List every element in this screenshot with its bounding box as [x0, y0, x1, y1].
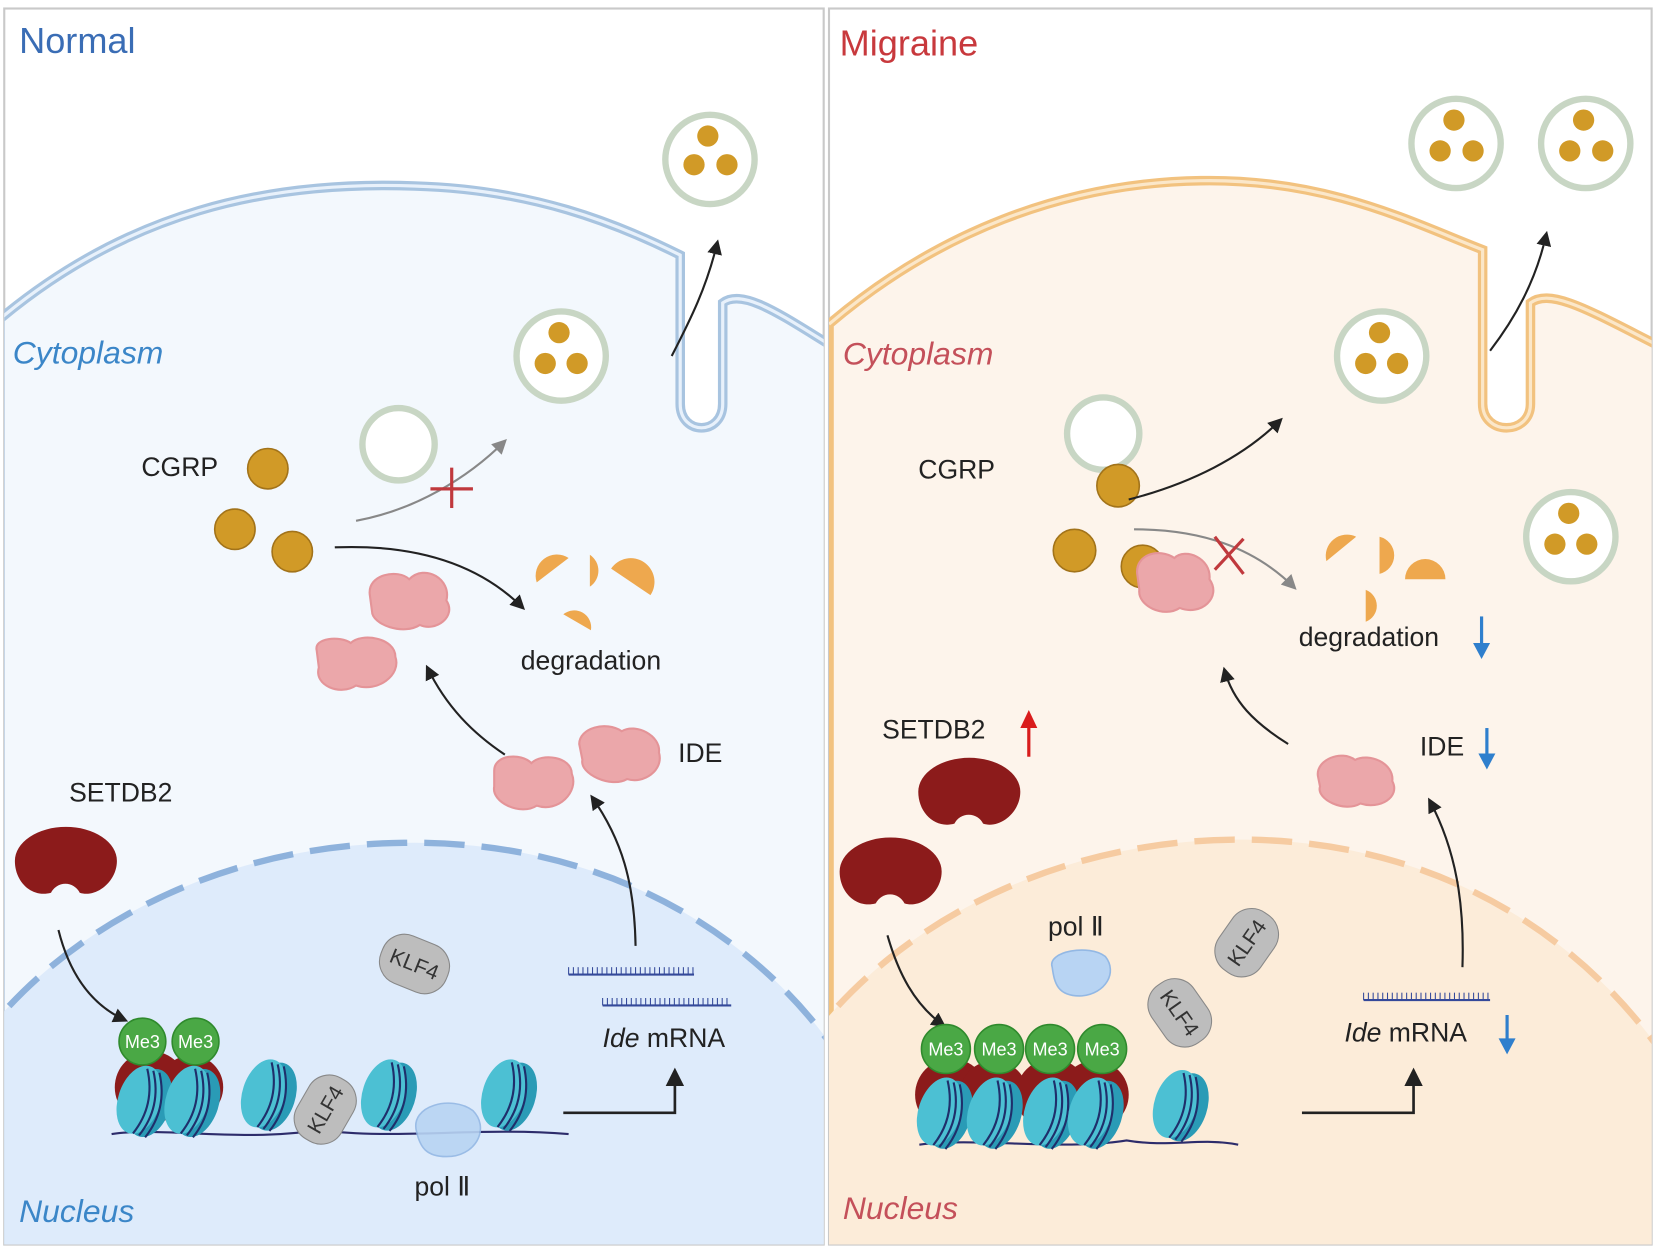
vesicle-loaded [1523, 488, 1619, 585]
cgrp-fragments [535, 554, 655, 631]
me3-mark [973, 1023, 1025, 1075]
translation-arrow [590, 794, 637, 946]
cgrp-label: CGRP [141, 452, 218, 482]
vesicle-empty [359, 404, 438, 484]
cgrp-fragments [1325, 534, 1446, 622]
setdb2-protein [839, 837, 942, 905]
vesicle-released [1537, 95, 1634, 192]
vesicle-loaded [513, 308, 609, 404]
pol2-enzyme [1051, 949, 1112, 997]
klf4-free: KLF4 [1214, 908, 1280, 978]
me3-mark [1024, 1023, 1076, 1075]
degradation-label: degradation [1299, 622, 1439, 652]
klf4-free: KLF4 [378, 933, 451, 995]
mrna-bristles [1363, 992, 1489, 1001]
nucleosome [481, 1059, 538, 1132]
pol2-label: pol Ⅱ [1048, 911, 1104, 941]
secretion-arrow [1128, 417, 1283, 501]
vesicle-released [1408, 95, 1504, 192]
degradation-arrow [334, 545, 526, 611]
setdb2-protein [14, 826, 117, 894]
block-x-icon [1213, 535, 1245, 575]
setdb2-protein [918, 757, 1021, 825]
nucleus-label-normal: Nucleus [19, 1193, 134, 1229]
panel-title-migraine: Migraine [840, 22, 979, 63]
ide-down-arrow-icon [1478, 728, 1496, 770]
block-x-icon [430, 467, 473, 509]
cytoplasm-label-normal: Cytoplasm [13, 334, 164, 370]
svg-text:Me3: Me3 [125, 1032, 160, 1052]
me3-label: Me3 [981, 1039, 1016, 1059]
vesicle-released [662, 111, 758, 208]
nucleosome [240, 1059, 297, 1132]
release-arrow [1489, 230, 1552, 352]
ide-to-cytoplasm-arrow [1220, 666, 1289, 745]
nucleosome [966, 1077, 1023, 1150]
setdb2-to-chromatin-arrow [57, 929, 129, 1023]
panel-migraine: Migraine Cytoplasm Nucleus CGRP [827, 7, 1653, 1246]
me3-mark [1076, 1023, 1128, 1075]
me3-marks: Me3 Me3 Me3 Me3 [920, 1023, 1128, 1075]
secretion-arrow-blocked [355, 438, 507, 522]
pol2-label: pol Ⅱ [415, 1172, 471, 1202]
ide-proteins [1136, 552, 1396, 808]
klf4-bound: KLF4 [293, 1074, 357, 1145]
mrna-label: Ide mRNA [603, 1023, 726, 1053]
mrna-label: Ide mRNA [1344, 1018, 1467, 1048]
nucleosome [360, 1059, 417, 1132]
panel-title-normal: Normal [19, 20, 135, 61]
nucleosome [916, 1077, 973, 1150]
nucleosome [1152, 1070, 1209, 1143]
cgrp-molecules [213, 447, 314, 573]
setdb2-label: SETDB2 [882, 715, 985, 745]
pol2-enzyme [415, 1102, 482, 1158]
cgrp-label: CGRP [918, 454, 995, 484]
panel-normal: Normal Cytoplasm Nucleus CGRP [3, 7, 825, 1246]
setdb2-to-chromatin-arrow [886, 934, 947, 1028]
me3-label: Me3 [928, 1039, 963, 1059]
klf4-free: KLF4 [1147, 978, 1213, 1048]
vesicle-loaded [1333, 308, 1430, 404]
me3-label: Me3 [1033, 1039, 1068, 1059]
me3-label: Me3 [1085, 1039, 1120, 1059]
release-arrow [670, 239, 722, 357]
degradation-label: degradation [521, 646, 661, 676]
transcription-arrow [563, 1067, 685, 1115]
ide-label: IDE [678, 738, 722, 768]
svg-text:Me3: Me3 [178, 1032, 213, 1052]
nucleosome [1067, 1077, 1124, 1150]
ide-to-cytoplasm-arrow [425, 664, 506, 756]
setdb2-label: SETDB2 [69, 777, 172, 807]
nucleosome [116, 1065, 173, 1139]
nucleosome [164, 1065, 221, 1139]
setdb2-up-arrow-icon [1020, 709, 1038, 757]
vesicle-empty [1063, 394, 1143, 473]
degradation-arrow-blocked [1134, 528, 1297, 590]
degradation-down-arrow-icon [1473, 616, 1491, 659]
me3-mark [920, 1023, 972, 1075]
translation-arrow [1428, 797, 1464, 968]
me3-marks: Me3 Me3 [118, 1017, 220, 1066]
nucleus-envelope [4, 839, 824, 1245]
dna-strand [919, 1139, 1239, 1146]
mrna-down-arrow-icon [1498, 1014, 1516, 1055]
transcription-arrow [1301, 1067, 1423, 1115]
cytoplasm-label-migraine: Cytoplasm [843, 336, 994, 372]
mrna-bristles [568, 967, 728, 1006]
nucleus-label-migraine: Nucleus [843, 1190, 958, 1226]
nucleosome [1023, 1077, 1080, 1150]
ide-proteins [315, 571, 661, 811]
ide-label: IDE [1420, 732, 1464, 762]
